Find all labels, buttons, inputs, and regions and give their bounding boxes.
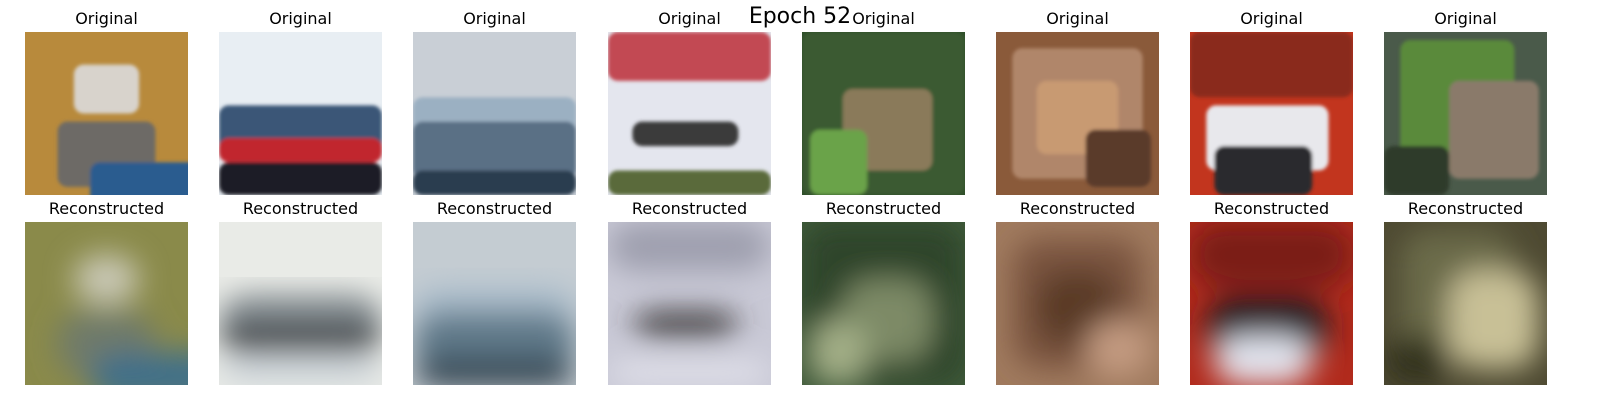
original-caption: Original	[658, 9, 721, 28]
original-cell-1: Original	[25, 6, 188, 195]
original-image-5	[802, 32, 965, 195]
original-caption: Original	[1240, 9, 1303, 28]
reconstructed-cell-2: Reconstructed	[219, 196, 382, 385]
original-image-2	[219, 32, 382, 195]
original-cell-8: Original	[1384, 6, 1547, 195]
original-caption: Original	[75, 9, 138, 28]
original-caption: Original	[1046, 9, 1109, 28]
reconstructed-cell-7: Reconstructed	[1190, 196, 1353, 385]
reconstructed-caption: Reconstructed	[825, 199, 942, 218]
original-cell-2: Original	[219, 6, 382, 195]
reconstructed-cell-3: Reconstructed	[413, 196, 576, 385]
reconstructed-cell-6: Reconstructed	[996, 196, 1159, 385]
reconstructed-cell-1: Reconstructed	[25, 196, 188, 385]
reconstructed-caption: Reconstructed	[436, 199, 553, 218]
reconstructed-caption: Reconstructed	[1019, 199, 1136, 218]
original-cell-5: Original	[802, 6, 965, 195]
original-image-3	[413, 32, 576, 195]
original-caption: Original	[463, 9, 526, 28]
reconstructed-image-7	[1190, 222, 1353, 385]
original-cell-3: Original	[413, 6, 576, 195]
reconstructed-cell-5: Reconstructed	[802, 196, 965, 385]
original-image-4	[608, 32, 771, 195]
reconstructed-image-3	[413, 222, 576, 385]
reconstructed-cell-4: Reconstructed	[608, 196, 771, 385]
reconstructed-cell-8: Reconstructed	[1384, 196, 1547, 385]
original-caption: Original	[269, 9, 332, 28]
reconstructed-caption: Reconstructed	[1213, 199, 1330, 218]
reconstructed-image-4	[608, 222, 771, 385]
original-image-6	[996, 32, 1159, 195]
reconstructed-image-2	[219, 222, 382, 385]
original-caption: Original	[852, 9, 915, 28]
reconstructed-image-8	[1384, 222, 1547, 385]
original-image-8	[1384, 32, 1547, 195]
reconstructed-caption: Reconstructed	[242, 199, 359, 218]
reconstructed-image-1	[25, 222, 188, 385]
original-image-1	[25, 32, 188, 195]
original-image-7	[1190, 32, 1353, 195]
original-cell-4: Original	[608, 6, 771, 195]
reconstructed-caption: Reconstructed	[631, 199, 748, 218]
original-cell-7: Original	[1190, 6, 1353, 195]
original-cell-6: Original	[996, 6, 1159, 195]
reconstructed-image-5	[802, 222, 965, 385]
reconstructed-caption: Reconstructed	[48, 199, 165, 218]
reconstructed-caption: Reconstructed	[1407, 199, 1524, 218]
original-caption: Original	[1434, 9, 1497, 28]
reconstructed-image-6	[996, 222, 1159, 385]
